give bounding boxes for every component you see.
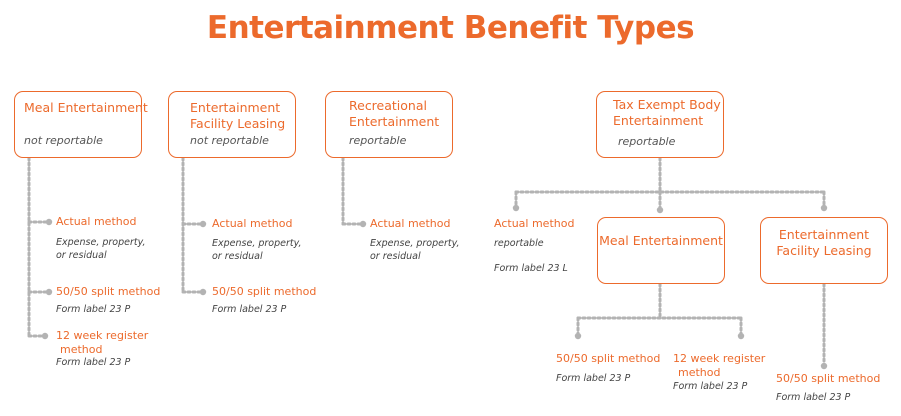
diagram-title: Entertainment Benefit Types	[206, 10, 695, 46]
te-facility-split-method-label: 50/50 split method	[776, 372, 881, 385]
recreational-title-line1: Recreational	[349, 98, 427, 113]
te-meal-box	[597, 217, 725, 284]
facility-actual-method-note-line2: or residual	[212, 251, 263, 262]
meal-entertainment-status: not reportable	[24, 134, 103, 147]
meal-split-method-label: 50/50 split method	[56, 285, 161, 298]
recreational-actual-method-label: Actual method	[370, 217, 451, 230]
meal-entertainment-box	[14, 91, 142, 158]
dot-meal-actual	[45, 218, 53, 226]
te-actual-method-note1: reportable	[494, 238, 544, 249]
facility-split-method-note: Form label 23 P	[212, 304, 287, 315]
dot-te-facility	[820, 204, 828, 212]
te-facility-box	[760, 217, 888, 284]
tax-exempt-box	[596, 91, 724, 158]
te-facility-split-method-note: Form label 23 P	[776, 392, 851, 403]
tax-exempt-status: reportable	[618, 135, 676, 148]
te-facility-title-line2: Facility Leasing	[776, 243, 872, 258]
dot-te-meal-split	[574, 332, 582, 340]
meal-register-method-label-line1: 12 week register	[56, 329, 149, 342]
tax-exempt-title-line1: Tax Exempt Body	[613, 97, 721, 112]
facility-leasing-status: not reportable	[190, 134, 269, 147]
te-facility-title-line1: Entertainment	[778, 227, 870, 242]
recreational-box	[325, 91, 453, 158]
meal-register-method-label-line2: method	[60, 343, 103, 356]
meal-entertainment-title: Meal Entertainment	[24, 100, 148, 115]
meal-register-method-note: Form label 23 P	[56, 357, 131, 368]
tax-exempt-title-line2: Entertainment	[613, 113, 704, 128]
facility-leasing-box	[168, 91, 296, 158]
meal-actual-method-note-line1: Expense, property,	[56, 237, 146, 248]
facility-actual-method-label: Actual method	[212, 217, 293, 230]
te-meal-split-method-label: 50/50 split method	[556, 352, 661, 365]
facility-leasing-title-line2: Facility Leasing	[190, 116, 286, 131]
facility-leasing-title-line1: Entertainment	[190, 100, 281, 115]
facility-split-method-label: 50/50 split method	[212, 285, 317, 298]
dot-te-meal-register	[737, 332, 745, 340]
te-actual-method-label: Actual method	[494, 217, 575, 230]
dot-te-facility-split	[820, 362, 828, 370]
meal-actual-method-label: Actual method	[56, 215, 137, 228]
recreational-status: reportable	[349, 134, 407, 147]
dot-facility-actual	[199, 220, 207, 228]
dot-te-actual	[512, 204, 520, 212]
meal-split-method-note: Form label 23 P	[56, 304, 131, 315]
te-meal-register-method-note: Form label 23 P	[673, 381, 748, 392]
dot-meal-split	[45, 288, 53, 296]
recreational-actual-method-note-line1: Expense, property,	[370, 238, 460, 249]
dot-te-meal	[656, 206, 664, 214]
te-actual-method-note2: Form label 23 L	[494, 263, 568, 274]
recreational-title-line2: Entertainment	[349, 114, 440, 129]
te-meal-register-method-label-line2: method	[678, 366, 721, 379]
dot-facility-split	[199, 288, 207, 296]
te-meal-split-method-note: Form label 23 P	[556, 373, 631, 384]
dot-recreational-actual	[359, 220, 367, 228]
recreational-actual-method-note-line2: or residual	[370, 251, 421, 262]
facility-actual-method-note-line1: Expense, property,	[212, 238, 302, 249]
dot-meal-register	[41, 332, 49, 340]
te-meal-register-method-label-line1: 12 week register	[673, 352, 766, 365]
te-meal-title: Meal Entertainment	[599, 233, 723, 248]
meal-actual-method-note-line2: or residual	[56, 250, 107, 261]
